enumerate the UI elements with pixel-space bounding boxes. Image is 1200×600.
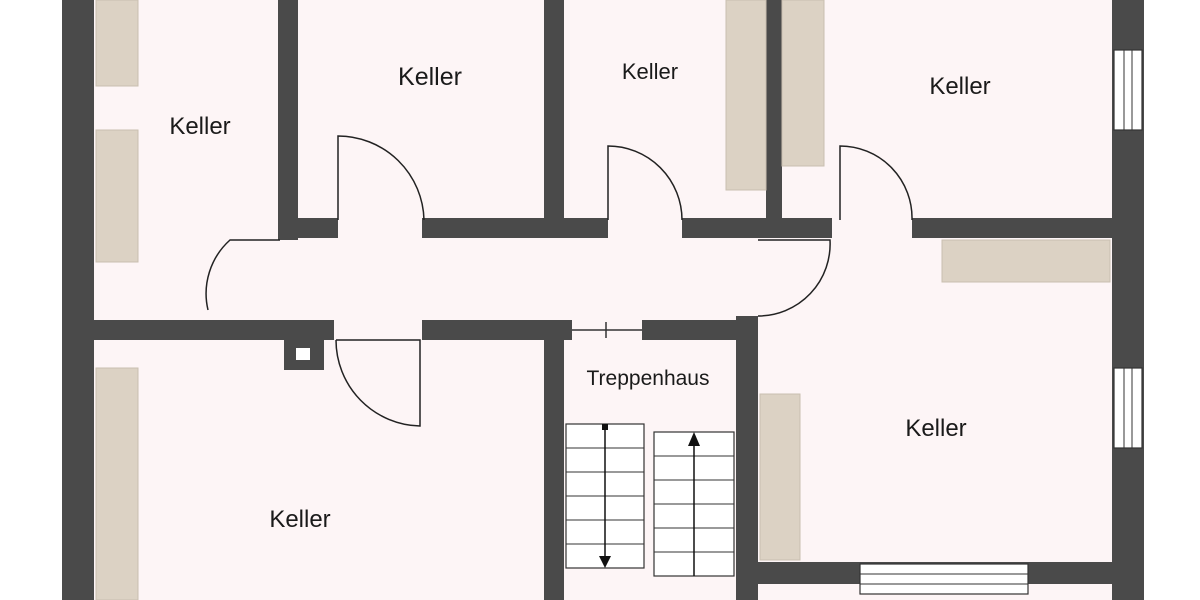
shelf <box>95 129 139 263</box>
wall <box>766 0 782 220</box>
shelf <box>725 0 767 191</box>
door-swing <box>205 239 280 311</box>
door-swing <box>337 135 425 221</box>
room-label-keller-mid-right: Keller <box>622 59 678 84</box>
door-swing <box>839 145 913 221</box>
room-label-keller-left-bottom: Keller <box>269 506 330 533</box>
wall <box>422 218 608 238</box>
wall <box>298 218 338 238</box>
stair-flight-down <box>565 423 645 569</box>
room-label-keller-mid-left: Keller <box>398 63 462 91</box>
wall <box>544 340 564 600</box>
shelf <box>781 0 825 167</box>
room-label-keller-left-top: Keller <box>169 113 230 140</box>
shelf <box>95 367 139 600</box>
outer-wall-left <box>62 0 94 600</box>
door-swing <box>757 239 831 317</box>
wall <box>422 320 572 340</box>
wall <box>912 218 1112 238</box>
door-swing <box>335 339 421 427</box>
wall <box>278 0 298 240</box>
wall <box>682 218 832 238</box>
wall <box>94 320 334 340</box>
window <box>859 563 1029 595</box>
room-label-stairwell: Treppenhaus <box>587 367 710 390</box>
wall <box>544 0 564 220</box>
shelf <box>95 0 139 87</box>
window <box>1113 367 1143 449</box>
door-swing <box>607 145 683 221</box>
window <box>1113 49 1143 131</box>
wall <box>736 316 758 600</box>
room-label-keller-right-bottom: Keller <box>905 415 966 442</box>
shelf <box>941 239 1111 283</box>
shelf <box>759 393 801 561</box>
chimney-flue <box>296 348 310 360</box>
wall <box>642 320 758 340</box>
room-label-keller-right-top: Keller <box>929 73 990 100</box>
stair-flight-up <box>653 431 735 577</box>
